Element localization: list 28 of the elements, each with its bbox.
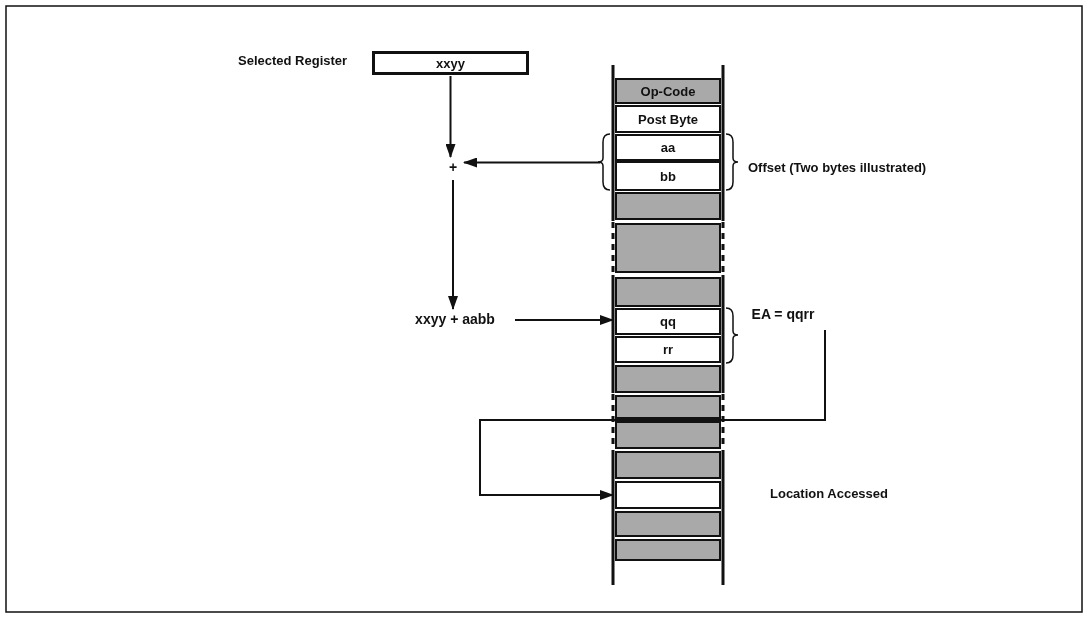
node-label: EA = qqrr bbox=[735, 306, 831, 326]
caption-text: Selected Register bbox=[238, 53, 348, 68]
empty-memory-cell bbox=[615, 481, 721, 509]
shaded-memory-cell bbox=[615, 395, 721, 419]
shaded-memory-cell bbox=[615, 223, 721, 273]
arrow bbox=[445, 75, 456, 158]
shaded-memory-cell bbox=[615, 277, 721, 307]
shaded-memory-cell bbox=[615, 511, 721, 537]
shaded-memory-cell bbox=[615, 421, 721, 449]
arrow bbox=[448, 179, 458, 310]
shaded-memory-cell bbox=[615, 451, 721, 479]
memory-cell: qq bbox=[615, 308, 721, 335]
caption-text: Location Accessed bbox=[770, 486, 888, 501]
annotation-text: Offset (Two bytes illustrated) bbox=[748, 160, 927, 175]
memory-cell: Op-Code bbox=[615, 78, 721, 104]
node-label: + bbox=[445, 159, 461, 179]
shaded-memory-cell bbox=[615, 365, 721, 393]
node-label: xxyy + aabb bbox=[398, 311, 512, 329]
memory-cell: rr bbox=[615, 336, 721, 363]
register-box: xxyy bbox=[372, 51, 529, 75]
arrow bbox=[479, 329, 826, 500]
shaded-memory-cell bbox=[615, 539, 721, 561]
shaded-memory-cell bbox=[615, 192, 721, 220]
memory-cell: aa bbox=[615, 134, 721, 161]
memory-cell: Post Byte bbox=[615, 105, 721, 133]
arrow bbox=[514, 315, 614, 325]
memory-cell: bb bbox=[615, 161, 721, 191]
arrow bbox=[463, 157, 601, 168]
